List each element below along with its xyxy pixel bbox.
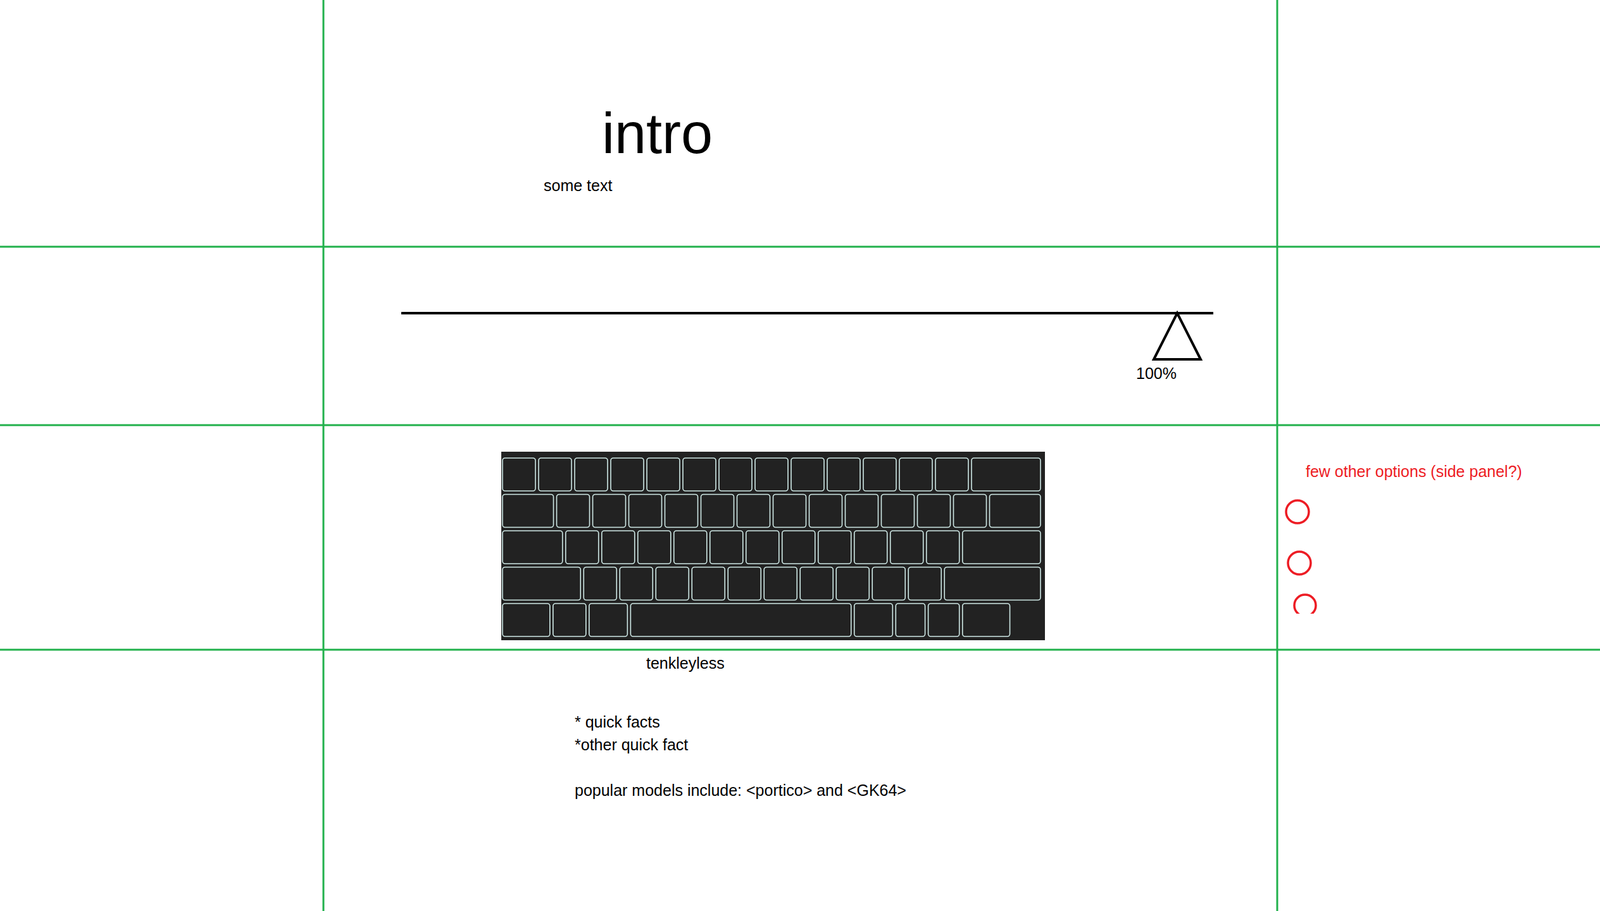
keyboard-key [565,531,599,564]
keyboard-key [890,531,924,564]
slider-track [401,312,1214,315]
keyboard-key [854,603,894,637]
keyboard-key [863,458,897,492]
keyboard-body [501,451,1045,641]
side-panel-note: few other options (side panel?) [1305,463,1523,480]
grid-line [0,649,1600,652]
keyboard-key [589,603,628,637]
models-note: popular models include: <portico> and <G… [574,782,907,799]
fact-item: *other quick fact [574,737,688,754]
keyboard-key [809,494,843,528]
keyboard-key [763,567,797,601]
keyboard-key [727,567,761,601]
keyboard-key [881,494,915,528]
keyboard-key [691,567,725,601]
keyboard-key [773,494,807,528]
keyboard-key [845,494,879,528]
keyboard-key [538,458,572,492]
page-title: intro [601,105,713,163]
keyboard-key [836,567,869,601]
fact-item: * quick facts [574,714,661,731]
keyboard-key [710,531,744,564]
keyboard-key [944,567,1041,601]
keyboard-key [553,603,587,637]
keyboard-key [701,494,735,528]
grid-line [1276,0,1279,911]
keyboard-key [962,603,1011,637]
keyboard-key [502,531,563,564]
slider-value: 100% [1136,365,1177,382]
keyboard-key [935,458,969,492]
keyboard-key [619,567,653,601]
grid-line [322,0,325,911]
radio-option [1287,551,1311,575]
keyboard-key [962,531,1041,564]
keyboard-key [655,567,689,601]
slider-handle [1153,313,1201,360]
keyboard-key [674,531,707,564]
keyboard-key [646,458,680,492]
body-text: some text [543,177,613,194]
keyboard-key [926,531,960,564]
keyboard-illustration [501,451,1045,641]
keyboard-key [755,458,788,492]
keyboard-key [601,531,635,564]
keyboard-key [989,494,1042,528]
grid-line [0,424,1600,427]
keyboard-key [629,494,663,528]
keyboard-key [854,531,888,564]
keyboard-key [682,458,716,492]
keyboard-key [791,458,825,492]
keyboard-key [827,458,861,492]
radio-option [1294,594,1316,614]
keyboard-key [556,494,590,528]
keyboard-key [746,531,780,564]
keyboard-key [895,603,925,637]
keyboard-key [583,567,617,601]
layout-name: tenkleyless [646,655,725,672]
keyboard-key [502,603,550,637]
keyboard-key [502,567,581,601]
keyboard-key [818,531,852,564]
radio-option [1286,500,1309,524]
keyboard-key [630,603,851,637]
keyboard-key [872,567,906,601]
keyboard-key [953,494,987,528]
keyboard-key [908,567,942,601]
keyboard-key [593,494,626,528]
keyboard-key [574,458,608,492]
keyboard-key [899,458,933,492]
keyboard-key [637,531,671,564]
option-circles [1286,500,1316,617]
keyboard-key [782,531,816,564]
keyboard-key [928,603,960,637]
keyboard-key [800,567,833,601]
keyboard-key [502,458,536,492]
keyboard-key [917,494,951,528]
keyboard-key [610,458,644,492]
keyboard-key [718,458,752,492]
grid-line [0,246,1600,249]
keyboard-key [502,494,554,528]
keyboard-key [665,494,699,528]
keyboard-key [737,494,771,528]
keyboard-key [971,458,1041,492]
